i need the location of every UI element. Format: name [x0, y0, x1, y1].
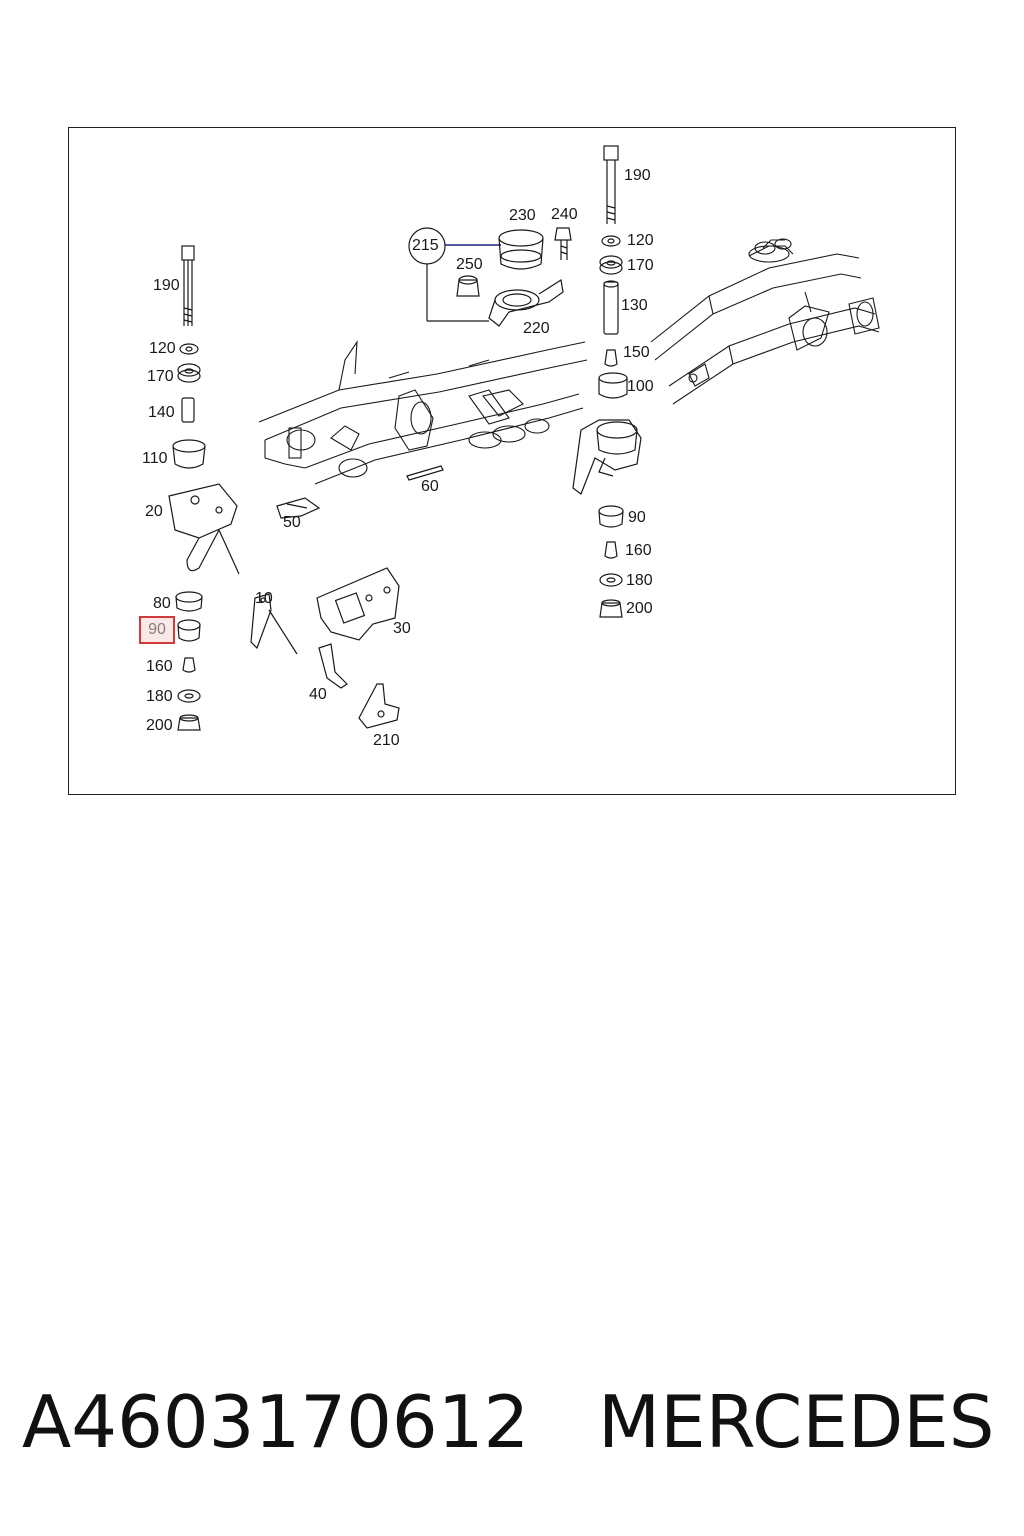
label-120-left: 120 — [149, 340, 176, 357]
label-90-right: 90 — [628, 509, 646, 526]
label-180-left: 180 — [146, 688, 173, 705]
label-160-left: 160 — [146, 658, 173, 675]
bolt-240 — [554, 227, 572, 260]
washer-170-left — [177, 363, 201, 383]
label-80: 80 — [153, 595, 171, 612]
label-215: 215 — [412, 237, 439, 254]
parts-diagram-frame: 190 120 170 140 110 20 80 90 160 180 200… — [68, 127, 956, 795]
label-120-right: 120 — [627, 232, 654, 249]
label-30: 30 — [393, 620, 411, 637]
label-190-right: 190 — [624, 167, 651, 184]
cup-230 — [498, 229, 544, 270]
spacer-160-left — [182, 657, 196, 673]
bracket-40 — [318, 643, 348, 689]
sleeve-140-left — [181, 397, 195, 423]
label-170-left: 170 — [147, 368, 174, 385]
label-190-left: 190 — [153, 277, 180, 294]
washer-120-right — [601, 235, 621, 247]
nut-200-left — [177, 714, 201, 731]
rod-60 — [406, 465, 444, 481]
label-10: 10 — [255, 590, 273, 607]
label-140: 140 — [148, 404, 175, 421]
bushing-90-right — [598, 505, 624, 528]
bracket-210 — [358, 683, 400, 729]
label-50: 50 — [283, 514, 301, 531]
washer-180-right — [599, 573, 623, 587]
nut-250 — [456, 275, 480, 297]
washer-170-right — [599, 255, 623, 275]
bushing-110-left — [172, 439, 206, 469]
bracket-right-mount — [572, 419, 642, 495]
bushing-90-left — [177, 619, 201, 642]
spacer-160-right — [604, 541, 618, 559]
spacer-150-right — [604, 349, 618, 367]
label-20: 20 — [145, 503, 163, 520]
label-210: 210 — [373, 732, 400, 749]
label-40: 40 — [309, 686, 327, 703]
label-180-right: 180 — [626, 572, 653, 589]
label-250: 250 — [456, 256, 483, 273]
label-160-right: 160 — [625, 542, 652, 559]
label-200-right: 200 — [626, 600, 653, 617]
bracket-30 — [316, 567, 400, 641]
sleeve-130-right — [603, 280, 619, 335]
part-number: A4603170612 — [22, 1380, 530, 1464]
washer-180-left — [177, 689, 201, 703]
label-200-left: 200 — [146, 717, 173, 734]
nut-200-right — [599, 599, 623, 618]
brand-name: MERCEDES — [598, 1380, 995, 1464]
highlighted-part-90[interactable]: 90 — [139, 616, 175, 644]
product-footer: A4603170612 MERCEDES — [22, 1372, 1012, 1472]
label-60: 60 — [421, 478, 439, 495]
bolt-190-right — [603, 145, 619, 224]
bracket-220 — [488, 279, 564, 327]
label-110: 110 — [142, 450, 168, 467]
highlighted-label-90: 90 — [148, 621, 166, 638]
label-170-right: 170 — [627, 257, 654, 274]
bracket-50 — [276, 497, 321, 519]
bolt-190-left — [181, 245, 195, 326]
label-230: 230 — [509, 207, 536, 224]
bracket-20 — [168, 483, 240, 575]
chassis-frame — [258, 238, 880, 485]
chassis-frame-drawing — [168, 145, 880, 731]
bushing-80-left — [175, 591, 203, 612]
label-100: 100 — [627, 378, 654, 395]
bracket-10 — [250, 593, 298, 655]
label-240: 240 — [551, 206, 578, 223]
bushing-100-right — [598, 372, 628, 399]
label-150: 150 — [623, 344, 650, 361]
label-130: 130 — [621, 297, 648, 314]
label-220: 220 — [523, 320, 550, 337]
washer-120-left — [179, 343, 199, 355]
